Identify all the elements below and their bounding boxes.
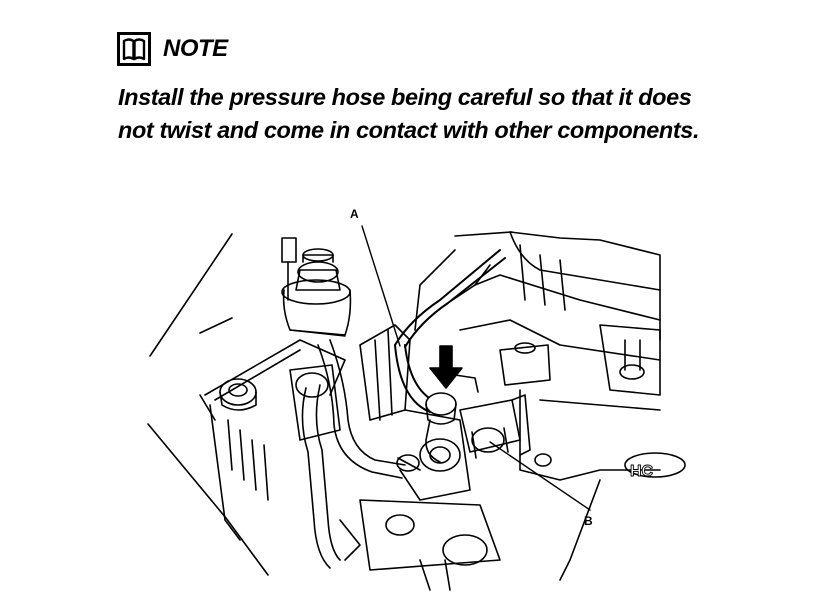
hose-clamp: [396, 454, 421, 472]
body-outline: [147, 233, 269, 576]
callout-a-label: A: [350, 207, 359, 221]
hose-fitting: [425, 392, 457, 463]
callout-b: B: [489, 441, 593, 528]
note-line-2: not twist and come in contact with other…: [118, 117, 700, 143]
note-title: NOTE: [163, 35, 228, 62]
install-arrow: [429, 345, 463, 389]
pressure-hose: [394, 249, 506, 413]
note-line-1: Install the pressure hose being careful …: [118, 84, 692, 110]
engine-block: [454, 231, 686, 581]
ps-reservoir: [281, 237, 352, 337]
return-hose: [301, 339, 406, 569]
engine-badge-text: HC: [630, 463, 654, 480]
note-header: NOTE: [117, 31, 228, 67]
book-icon: [117, 32, 151, 66]
callout-b-label: B: [584, 514, 593, 528]
radiator-support: [199, 339, 346, 541]
callout-a: A: [350, 207, 401, 347]
pump-body: [289, 324, 501, 591]
note-text: Install the pressure hose being careful …: [118, 81, 798, 147]
